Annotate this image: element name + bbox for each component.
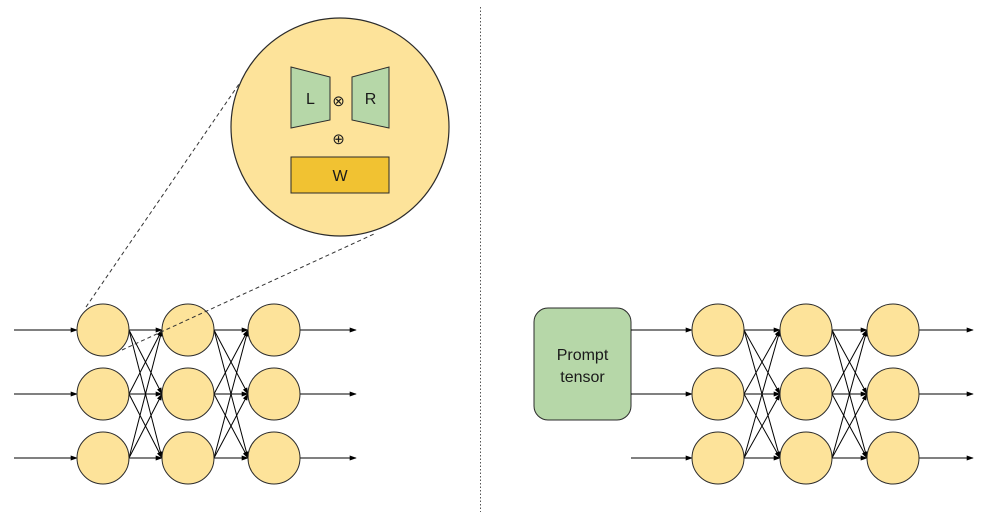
weight-box — [290, 156, 390, 194]
connection-arrow — [128, 329, 163, 395]
neuron-node — [161, 431, 215, 485]
zoom-callout-circle — [230, 17, 450, 237]
left-network-nodes — [76, 303, 301, 485]
neuron-node — [691, 303, 745, 357]
neuron-node — [866, 303, 920, 357]
prompt-tensor-label-line2: tensor — [560, 369, 605, 386]
neuron-node — [779, 431, 833, 485]
right-adapter-label: R — [365, 91, 377, 108]
connection-arrow — [743, 329, 781, 459]
connection-arrow — [128, 329, 163, 459]
connection-arrow — [213, 329, 249, 395]
left-network-edges — [14, 327, 357, 461]
neuron-node — [161, 367, 215, 421]
connection-arrow — [128, 393, 163, 459]
multiply-symbol: ⊗ — [332, 93, 345, 110]
neuron-node — [76, 303, 130, 357]
neuron-node — [691, 367, 745, 421]
connection-arrow — [213, 329, 249, 459]
right-adapter-trapezoid — [351, 66, 390, 129]
neuron-node — [76, 431, 130, 485]
connection-arrow — [213, 393, 249, 459]
left-adapter-trapezoid — [290, 66, 331, 129]
prompt-tensor-label-line1: Prompt — [557, 347, 609, 364]
left-adapter-label: L — [306, 91, 315, 108]
add-symbol: ⊕ — [332, 131, 345, 148]
right-network-edges — [631, 327, 974, 461]
neuron-node — [691, 431, 745, 485]
right-network-nodes — [691, 303, 920, 485]
neuron-node — [247, 303, 301, 357]
zoom-dashed-line-lower — [121, 233, 375, 351]
connection-arrow — [831, 329, 868, 395]
connection-arrow — [831, 329, 868, 459]
zoom-dashed-line-upper — [85, 83, 240, 308]
connection-arrow — [831, 393, 868, 459]
neuron-node — [76, 367, 130, 421]
neuron-node — [779, 367, 833, 421]
neuron-node — [779, 303, 833, 357]
connection-arrow — [743, 393, 781, 459]
neuron-node — [866, 367, 920, 421]
connection-arrow — [743, 329, 781, 395]
weight-label: W — [332, 168, 348, 185]
neuron-node — [247, 431, 301, 485]
zoom-callout: L R ⊗ ⊕ W — [230, 17, 450, 237]
neuron-node — [866, 431, 920, 485]
prompt-tensor-rect — [533, 307, 632, 421]
neuron-node — [161, 303, 215, 357]
prompt-tensor-box: Prompt tensor — [533, 307, 632, 421]
neuron-node — [247, 367, 301, 421]
